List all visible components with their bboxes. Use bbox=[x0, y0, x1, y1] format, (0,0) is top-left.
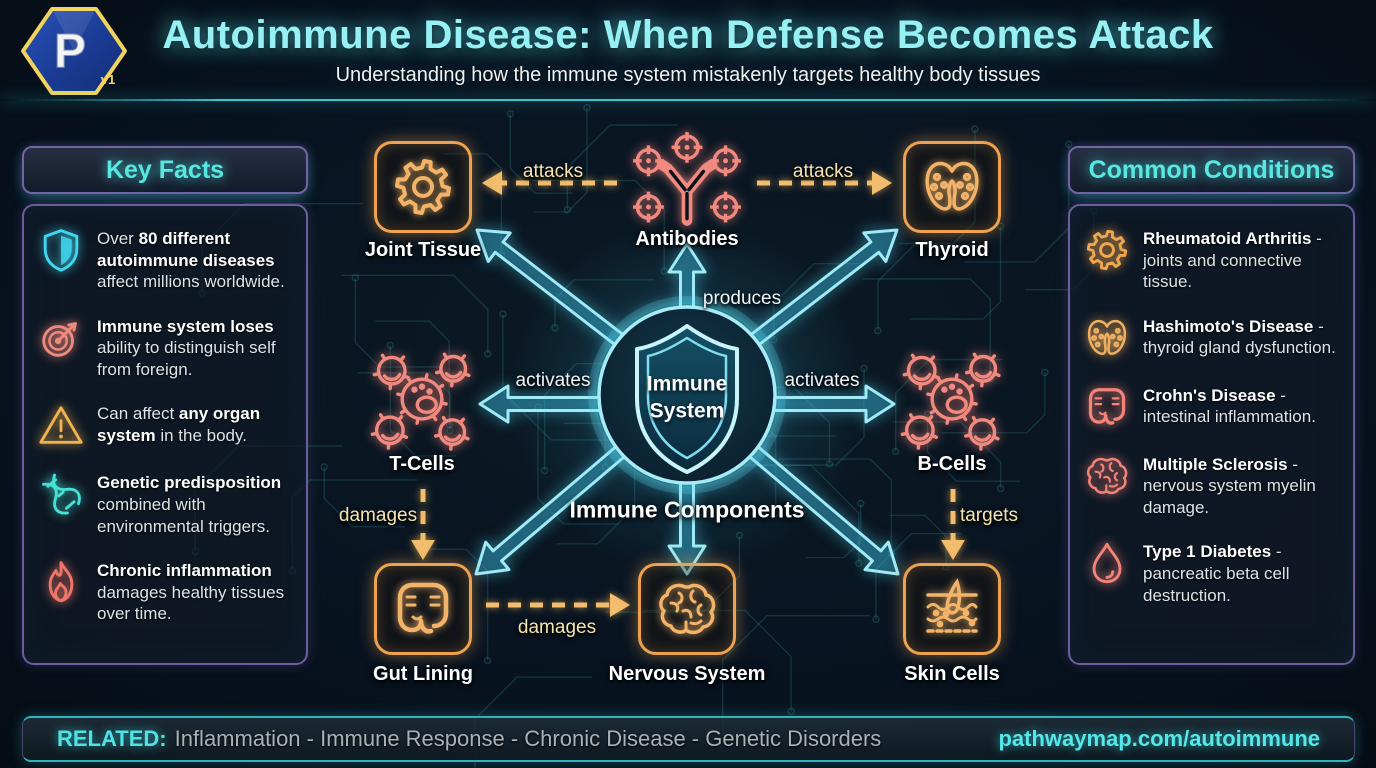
key-fact-item: Can affect any organ system in the body. bbox=[37, 401, 293, 449]
warning-icon bbox=[37, 401, 85, 449]
node-label-joint-tissue: Joint Tissue bbox=[364, 239, 482, 261]
related-label: RELATED: bbox=[57, 726, 167, 751]
condition-item-text: Crohn's Disease - intestinal inflammatio… bbox=[1143, 385, 1316, 427]
node-antibodies bbox=[628, 130, 746, 234]
key-fact-item-text: Over 80 different autoimmune diseases af… bbox=[97, 229, 285, 292]
node-thyroid bbox=[903, 141, 1001, 233]
cells-icon bbox=[370, 345, 474, 455]
header-divider bbox=[0, 99, 1376, 101]
gear-icon bbox=[377, 144, 469, 230]
node-label-gut-lining: Gut Lining bbox=[373, 663, 473, 685]
intestine-icon bbox=[377, 566, 469, 652]
dna-icon bbox=[37, 470, 85, 518]
target-icon bbox=[37, 314, 85, 362]
related-items: Inflammation - Immune Response - Chronic… bbox=[174, 726, 882, 751]
node-label-t-cells: T-Cells bbox=[389, 453, 455, 475]
edge-label-attacks-right: attacks bbox=[792, 161, 854, 182]
node-nervous-system bbox=[638, 563, 736, 655]
edge-label-activates-left: activates bbox=[515, 370, 591, 391]
key-fact-item: Immune system loses ability to distingui… bbox=[37, 314, 293, 381]
immune-components-label: Immune Components bbox=[569, 496, 805, 523]
page-subtitle: Understanding how the immune system mist… bbox=[335, 64, 1041, 86]
condition-item: Type 1 Diabetes - pancreatic beta cell d… bbox=[1083, 539, 1340, 606]
key-fact-item-text: Genetic predisposition combined with env… bbox=[97, 473, 282, 536]
node-label-skin-cells: Skin Cells bbox=[904, 663, 1000, 685]
immune-system-label: Immune System bbox=[646, 372, 728, 423]
key-facts-header: Key Facts bbox=[22, 146, 308, 194]
site-url[interactable]: pathwaymap.com/autoimmune bbox=[998, 726, 1320, 751]
related-topics: RELATED: Inflammation - Immune Response -… bbox=[57, 726, 881, 752]
key-facts-panel: Over 80 different autoimmune diseases af… bbox=[22, 204, 308, 665]
node-b-cells bbox=[900, 345, 1004, 455]
node-label-thyroid: Thyroid bbox=[915, 239, 989, 261]
skin-icon bbox=[906, 566, 998, 652]
edge-label-activates-right: activates bbox=[784, 370, 860, 391]
condition-item-text: Hashimoto's Disease - thyroid gland dysf… bbox=[1143, 316, 1336, 358]
key-fact-item-text: Can affect any organ system in the body. bbox=[97, 404, 261, 446]
thyroid-icon bbox=[1083, 314, 1131, 362]
condition-item: Multiple Sclerosis - nervous system myel… bbox=[1083, 452, 1340, 519]
condition-item-text: Type 1 Diabetes - pancreatic beta cell d… bbox=[1143, 542, 1290, 605]
key-fact-item-text: Chronic inflammation damages healthy tis… bbox=[97, 561, 285, 624]
key-fact-item: Over 80 different autoimmune diseases af… bbox=[37, 226, 293, 293]
key-fact-item: Chronic inflammation damages healthy tis… bbox=[37, 558, 293, 625]
common-conditions-header: Common Conditions bbox=[1068, 146, 1355, 194]
pathwaymap-logo: P v1 bbox=[21, 7, 127, 95]
shield-icon bbox=[37, 226, 85, 274]
logo-letter: P bbox=[54, 25, 86, 78]
common-conditions-panel: Rheumatoid Arthritis - joints and connec… bbox=[1068, 204, 1355, 665]
gear-icon bbox=[1083, 226, 1131, 274]
key-facts-title: Key Facts bbox=[105, 155, 225, 184]
node-label-nervous-system: Nervous System bbox=[608, 663, 766, 685]
cells-icon bbox=[900, 345, 1004, 455]
key-fact-item: Genetic predisposition combined with env… bbox=[37, 470, 293, 537]
node-label-b-cells: B-Cells bbox=[917, 453, 987, 475]
brain-icon bbox=[1083, 452, 1131, 500]
node-t-cells bbox=[370, 345, 474, 455]
common-conditions-title: Common Conditions bbox=[1088, 155, 1335, 184]
thyroid-icon bbox=[906, 144, 998, 230]
condition-item: Rheumatoid Arthritis - joints and connec… bbox=[1083, 226, 1340, 293]
brain-icon bbox=[641, 566, 733, 652]
condition-item: Crohn's Disease - intestinal inflammatio… bbox=[1083, 383, 1340, 431]
key-fact-item-text: Immune system loses ability to distingui… bbox=[97, 316, 276, 379]
edge-label-produces: produces bbox=[702, 288, 782, 309]
node-label-antibodies: Antibodies bbox=[635, 228, 739, 250]
node-skin-cells bbox=[903, 563, 1001, 655]
edge-label-damages-gut: damages bbox=[517, 617, 597, 638]
condition-item-text: Rheumatoid Arthritis - joints and connec… bbox=[1143, 229, 1322, 292]
footer-bar: RELATED: Inflammation - Immune Response -… bbox=[22, 716, 1355, 762]
page-title: Autoimmune Disease: When Defense Becomes… bbox=[162, 13, 1214, 57]
edge-label-targets-bcells: targets bbox=[959, 505, 1019, 526]
droplet-icon bbox=[1083, 539, 1131, 587]
logo-version: v1 bbox=[101, 72, 115, 87]
node-joint-tissue bbox=[374, 141, 472, 233]
antibody-icon bbox=[628, 130, 746, 234]
edge-label-damages-tcells: damages bbox=[338, 505, 418, 526]
condition-item-text: Multiple Sclerosis - nervous system myel… bbox=[1143, 454, 1316, 517]
edge-label-attacks-left: attacks bbox=[522, 161, 584, 182]
intestine-icon bbox=[1083, 383, 1131, 431]
node-gut-lining bbox=[374, 563, 472, 655]
header: P v1 Autoimmune Disease: When Defense Be… bbox=[0, 0, 1376, 100]
condition-item: Hashimoto's Disease - thyroid gland dysf… bbox=[1083, 314, 1340, 362]
flame-icon bbox=[37, 558, 85, 606]
